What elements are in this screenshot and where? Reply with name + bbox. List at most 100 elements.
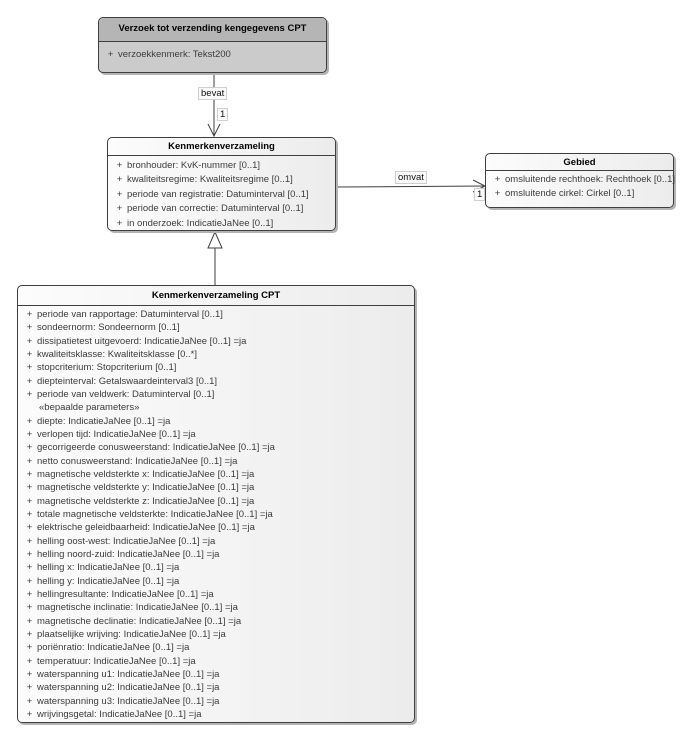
attribute-text: in onderzoek: IndicatieJaNee [0..1]	[127, 217, 274, 229]
attribute-text: omsluitende cirkel: Cirkel [0..1]	[505, 188, 635, 200]
multiplicity-bevat: 1	[217, 108, 229, 121]
visibility-symbol: +	[26, 562, 33, 574]
generalization-triangle-icon	[207, 230, 223, 249]
attribute-text: elektrische geleidbaarheid: IndicatieJaN…	[37, 522, 255, 534]
visibility-symbol: +	[26, 575, 33, 587]
attribute-row: + magnetische veldsterkte x: IndicatieJa…	[18, 468, 414, 481]
attribute-row: + dissipatietest uitgevoerd: IndicatieJa…	[18, 335, 414, 348]
visibility-symbol: +	[26, 468, 33, 480]
attribute-text: diepte: IndicatieJaNee [0..1] =ja	[37, 415, 171, 427]
attribute-text: wrijvingsgetal: IndicatieJaNee [0..1] =j…	[37, 708, 202, 720]
visibility-symbol: +	[26, 642, 33, 654]
visibility-symbol: +	[26, 588, 33, 600]
attribute-row: + waterspanning u2: IndicatieJaNee [0..1…	[18, 681, 414, 694]
visibility-symbol: +	[26, 375, 33, 387]
visibility-symbol: +	[26, 495, 33, 507]
visibility-symbol: +	[26, 415, 33, 427]
visibility-symbol: +	[116, 160, 123, 171]
attribute-row: + diepte: IndicatieJaNee [0..1] =ja	[18, 415, 414, 428]
attribute-text: periode van correctie: Datuminterval [0.…	[127, 203, 304, 215]
visibility-symbol: +	[26, 655, 33, 667]
open-arrowhead-icon	[207, 123, 221, 138]
attribute-text: periode van registratie: Datuminterval […	[127, 188, 309, 200]
attribute-row: + periode van veldwerk: Datuminterval [0…	[18, 388, 414, 401]
visibility-symbol: +	[26, 535, 33, 547]
visibility-symbol: +	[116, 217, 123, 229]
class-title: Kenmerkenverzameling CPT	[18, 286, 414, 306]
visibility-symbol: +	[26, 602, 33, 614]
attribute-row: + magnetische veldsterkte y: IndicatieJa…	[18, 481, 414, 494]
attribute-row: + netto conusweerstand: IndicatieJaNee […	[18, 455, 414, 468]
visibility-symbol: +	[26, 615, 33, 627]
visibility-symbol: +	[26, 668, 33, 680]
attribute-list: + omsluitende rechthoek: Rechthoek [0..1…	[486, 171, 675, 202]
attribute-row: + waterspanning u1: IndicatieJaNee [0..1…	[18, 668, 414, 681]
attribute-text: poriënratio: IndicatieJaNee [0..1] =ja	[37, 642, 190, 654]
attribute-text: waterspanning u3: IndicatieJaNee [0..1] …	[37, 695, 220, 707]
attribute-row: + wrijvingsgetal: IndicatieJaNee [0..1] …	[18, 708, 414, 721]
attribute-list: + periode van rapportage: Datuminterval …	[18, 306, 414, 401]
attribute-text: waterspanning u1: IndicatieJaNee [0..1] …	[37, 668, 220, 680]
attribute-text: hellingresultante: IndicatieJaNee [0..1]…	[37, 588, 214, 600]
class-kenmerkenverzameling[interactable]: Kenmerkenverzameling + bronhouder: KvK-n…	[107, 137, 336, 231]
attribute-row: + kwaliteitsklasse: Kwaliteitsklasse [0.…	[18, 348, 414, 361]
attribute-text: bronhouder: KvK-nummer [0..1]	[127, 160, 261, 171]
attribute-text: verlopen tijd: IndicatieJaNee [0..1] =ja	[37, 428, 196, 440]
parameter-list: + diepte: IndicatieJaNee [0..1] =ja + ve…	[18, 415, 414, 722]
attribute-text: magnetische declinatie: IndicatieJaNee […	[37, 615, 242, 627]
attribute-row: + periode van registratie: Datuminterval…	[108, 188, 335, 202]
class-title: Gebied	[486, 154, 673, 171]
attribute-row: + hellingresultante: IndicatieJaNee [0..…	[18, 588, 414, 601]
attribute-text: stopcriterium: Stopcriterium [0..1]	[37, 362, 177, 374]
attribute-list: + verzoekkenmerk: Tekst200	[99, 42, 326, 62]
attribute-row: + periode van rapportage: Datuminterval …	[18, 308, 414, 321]
attribute-row: + poriënratio: IndicatieJaNee [0..1] =ja	[18, 641, 414, 654]
attribute-row: + temperatuur: IndicatieJaNee [0..1] =ja	[18, 655, 414, 668]
attribute-row: + totale magnetische veldsterkte: Indica…	[18, 508, 414, 521]
attribute-row: + verlopen tijd: IndicatieJaNee [0..1] =…	[18, 428, 414, 441]
visibility-symbol: +	[26, 548, 33, 560]
class-kenmerkenverzameling-cpt[interactable]: Kenmerkenverzameling CPT + periode van r…	[17, 285, 415, 723]
attribute-row: + magnetische veldsterkte z: IndicatieJa…	[18, 495, 414, 508]
attribute-text: periode van veldwerk: Datuminterval [0..…	[37, 388, 215, 400]
attribute-row: + stopcriterium: Stopcriterium [0..1]	[18, 361, 414, 374]
attribute-row: + helling y: IndicatieJaNee [0..1] =ja	[18, 575, 414, 588]
visibility-symbol: +	[494, 174, 501, 185]
visibility-symbol: +	[26, 335, 33, 347]
visibility-symbol: +	[26, 428, 33, 440]
attribute-text: plaatselijke wrijving: IndicatieJaNee [0…	[37, 628, 226, 640]
attribute-text: dissipatietest uitgevoerd: IndicatieJaNe…	[37, 335, 247, 347]
edge-label-bevat: bevat	[198, 87, 228, 100]
attribute-text: helling y: IndicatieJaNee [0..1] =ja	[37, 575, 180, 587]
visibility-symbol: +	[116, 188, 123, 200]
attribute-text: magnetische inclinatie: IndicatieJaNee […	[37, 602, 238, 614]
attribute-text: kwaliteitsklasse: Kwaliteitsklasse [0..*…	[37, 348, 197, 360]
attribute-text: verzoekkenmerk: Tekst200	[118, 49, 231, 60]
visibility-symbol: +	[26, 482, 33, 494]
visibility-symbol: +	[26, 322, 33, 334]
attribute-text: kwaliteitsregime: Kwaliteitsregime [0..1…	[127, 174, 293, 186]
class-gebied[interactable]: Gebied + omsluitende rechthoek: Rechthoe…	[485, 153, 675, 208]
attribute-row: + plaatselijke wrijving: IndicatieJaNee …	[18, 628, 414, 641]
attribute-text: periode van rapportage: Datuminterval [0…	[37, 309, 223, 320]
visibility-symbol: +	[26, 455, 33, 467]
multiplicity-omvat: 1	[474, 188, 486, 201]
visibility-symbol: +	[26, 362, 33, 374]
attribute-row: + helling x: IndicatieJaNee [0..1] =ja	[18, 561, 414, 574]
attribute-list: + bronhouder: KvK-nummer [0..1] + kwalit…	[108, 156, 335, 231]
attribute-row: + verzoekkenmerk: Tekst200	[99, 48, 326, 62]
attribute-row: + helling noord-zuid: IndicatieJaNee [0.…	[18, 548, 414, 561]
class-title: Verzoek tot verzending kengegevens CPT	[99, 18, 326, 42]
visibility-symbol: +	[26, 708, 33, 720]
visibility-symbol: +	[116, 203, 123, 215]
visibility-symbol: +	[107, 49, 114, 60]
visibility-symbol: +	[26, 388, 33, 400]
attribute-text: helling oost-west: IndicatieJaNee [0..1]…	[37, 535, 216, 547]
class-verzoek-tot-verzending-kengegevens-cpt[interactable]: Verzoek tot verzending kengegevens CPT +…	[98, 17, 327, 73]
class-title: Kenmerkenverzameling	[108, 138, 335, 156]
visibility-symbol: +	[26, 348, 33, 360]
visibility-symbol: +	[26, 682, 33, 694]
attribute-text: magnetische veldsterkte z: IndicatieJaNe…	[37, 495, 255, 507]
